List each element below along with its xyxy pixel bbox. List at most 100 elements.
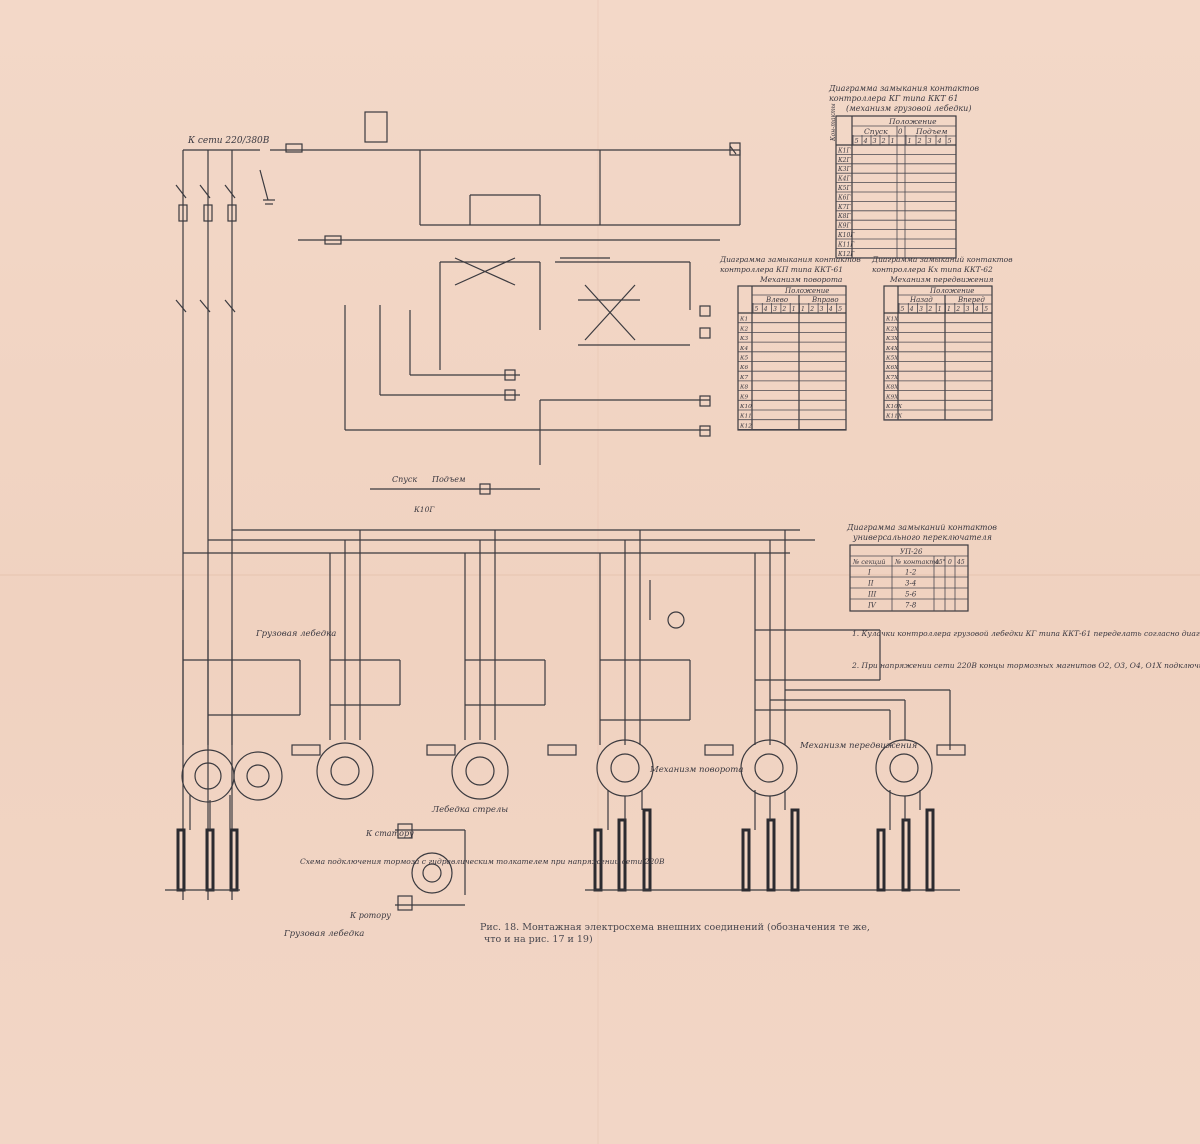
switch-row-contact: 7-8: [905, 602, 917, 610]
motor-branches: [182, 530, 951, 750]
table-row-label: К2: [739, 326, 748, 332]
switch-diag-title-1: Диаграмма замыканий контактов: [846, 523, 997, 532]
travel-diag-col-position: Положение: [929, 287, 974, 295]
switch-diag-title-2: универсального переключателя: [852, 533, 992, 542]
position-label: 5: [755, 306, 759, 313]
table-row-label: К9Х: [885, 394, 899, 400]
table-row-label: К3Х: [885, 336, 899, 342]
position-label: 4: [863, 137, 868, 145]
table-row-label: К9Г: [837, 223, 851, 230]
table-row-label: К6Г: [837, 194, 851, 201]
swing-diag-col-left: Влево: [765, 296, 788, 304]
table-row-label: К5Г: [837, 185, 851, 192]
label-travel: Механизм передвижения: [799, 741, 918, 751]
position-label: 2: [917, 137, 922, 145]
cargo-diag-col-contacts: Кон-такты: [830, 103, 837, 142]
position-label: 2: [927, 306, 932, 313]
label-swing: Механизм поворота: [649, 765, 743, 775]
table-row-label: К11Х: [885, 414, 903, 420]
table-row-label: К4Х: [885, 346, 899, 352]
position-label: 1: [938, 306, 942, 313]
cargo-diag-col-descent: Спуск: [864, 127, 888, 136]
position-label: 1: [792, 306, 796, 313]
label-boom-winch: Лебедка стрелы: [431, 804, 508, 815]
switch-diag-device: УП-26: [900, 548, 923, 556]
note-1-line: 1. Кулачки контроллера грузовой лебедки …: [852, 629, 1200, 638]
swing-diag-col-right: Вправо: [811, 296, 839, 304]
table-row-label: К1: [739, 317, 748, 323]
travel-diag-col-back: Назад: [909, 296, 933, 304]
table-row-label: К8: [739, 385, 748, 391]
switch-row-section: IV: [867, 602, 877, 610]
table-row-label: К5: [739, 356, 748, 362]
switch-row-section: II: [867, 580, 874, 588]
cargo-diag-title-3: (механизм грузовой лебедки): [846, 104, 971, 113]
note-2: 2. При напряжении сети 220В концы тормоз…: [851, 661, 1200, 670]
network-label: К сети 220/380В: [187, 136, 270, 146]
table-row-label: К12: [739, 423, 752, 429]
position-label: 2: [781, 306, 786, 313]
table-row-label: К3Г: [837, 166, 851, 173]
table-row-label: К11Г: [837, 241, 855, 248]
table-row-label: К4: [739, 346, 748, 352]
table-row-label: К10: [739, 404, 752, 410]
table-row-label: К7: [739, 375, 748, 381]
travel-diag-title-1: Диаграмма замыканий контактов: [871, 255, 1013, 264]
switch-row-section: I: [867, 569, 871, 577]
label-to-rotor: К ротору: [349, 911, 391, 920]
diagram-cargo-controller: Диаграмма замыкания контактов контроллер…: [828, 84, 979, 259]
diagram-universal-switch: Диаграмма замыканий контактов универсаль…: [846, 523, 997, 612]
swing-diag-title-1: Диаграмма замыкания контактов: [719, 255, 861, 264]
resistor-banks: [165, 790, 960, 911]
position-label: 3: [966, 306, 970, 313]
cargo-diag-col-position: Положение: [888, 117, 937, 126]
position-label: 4: [763, 306, 768, 313]
table-row-label: К9: [739, 394, 748, 400]
main-bus: [175, 149, 815, 900]
travel-diag-col-forward: Вперед: [957, 296, 985, 304]
notes: 1. Кулачки контроллера грузовой лебедки …: [851, 629, 1200, 670]
position-label: 1: [891, 137, 895, 145]
table-row-label: К8Г: [837, 213, 851, 220]
motors: [181, 739, 966, 894]
switch-diag-col-contact: № контакта: [894, 558, 939, 566]
position-label: 3: [820, 306, 824, 313]
position-label: 3: [928, 137, 932, 145]
switch-row-section: III: [867, 591, 877, 599]
label-lift: Подъем: [431, 475, 466, 484]
position-label: 5: [984, 306, 988, 313]
switch-diag-col-45b: 45: [956, 559, 965, 566]
table-row-label: К4Г: [837, 176, 851, 183]
position-label: 5: [948, 137, 952, 145]
position-label: 2: [955, 306, 960, 313]
position-label: 5: [901, 306, 905, 313]
table-row-label: К2Х: [885, 326, 899, 332]
table-row-label: К7Г: [837, 204, 851, 211]
cargo-diag-col-lift: Подъем: [915, 127, 947, 136]
label-to-stator: К статору: [365, 829, 414, 838]
cargo-diag-title-2: контроллера КГ типа ККТ 61: [829, 94, 958, 103]
table-row-label: К11: [739, 414, 752, 420]
table-row-label: К12Г: [837, 251, 855, 258]
label-cargo-winch: Грузовая лебедка: [255, 628, 336, 639]
position-label: 5: [838, 306, 842, 313]
position-label: 4: [974, 306, 979, 313]
switch-diag-col-section: № секций: [852, 558, 886, 566]
table-row-label: К6: [739, 365, 748, 371]
table-row-label: К1Г: [837, 147, 851, 154]
diagram-swing-controller: Диаграмма замыкания контактов контроллер…: [719, 255, 861, 431]
switch-diag-col-0: 0: [948, 559, 952, 566]
figure-caption-2: что и на рис. 17 и 19): [484, 934, 593, 945]
position-label: 4: [909, 306, 914, 313]
switch-diag-col-45a: 45°: [934, 559, 946, 566]
switch-row-contact: 5-6: [905, 591, 917, 599]
note-1: 1. Кулачки контроллера грузовой лебедки …: [852, 629, 1200, 638]
brake-scheme-caption: Схема подключения тормоза с гидравлическ…: [300, 857, 665, 866]
table-row-label: К10Г: [837, 232, 855, 239]
cargo-diag-title-1: Диаграмма замыкания контактов: [828, 84, 979, 93]
